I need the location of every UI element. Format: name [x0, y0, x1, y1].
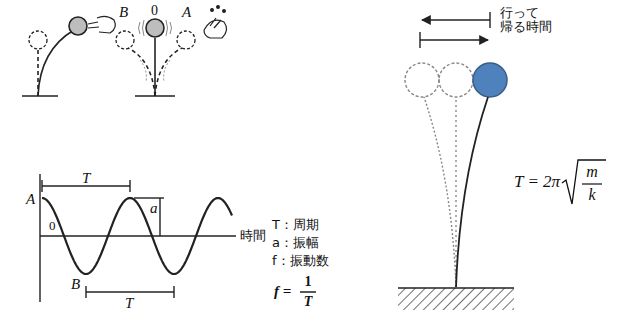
axis-label: A	[26, 191, 35, 208]
radical-sign	[562, 160, 606, 204]
formula-text: f =	[274, 283, 291, 300]
legend-note: T：周期	[272, 218, 319, 232]
origin-label: 0	[49, 219, 56, 233]
period-arrows	[420, 12, 490, 48]
oscillation-graph	[40, 174, 236, 302]
formula-text: T = 2π	[514, 173, 560, 192]
legend-note: a：振幅	[272, 236, 319, 250]
point-label: B	[71, 276, 80, 293]
period-label: T	[125, 295, 133, 312]
fraction-bar	[300, 291, 316, 292]
rod-oscillating	[116, 6, 227, 96]
point-label: B	[119, 4, 128, 21]
formula-text: m	[582, 163, 602, 181]
formula-text: k	[582, 186, 602, 204]
fraction-bar	[582, 183, 602, 184]
formula-text: 1	[300, 274, 316, 289]
axis-label: 時間	[240, 229, 266, 243]
point-label: 0	[151, 3, 158, 18]
point-label: A	[182, 4, 191, 21]
period-note: 行って 帰る時間	[500, 6, 556, 35]
formula-text: T	[300, 294, 316, 309]
legend-note: f：振動数	[272, 254, 329, 268]
spring-rod	[398, 63, 514, 310]
amplitude-label: a	[150, 200, 158, 217]
period-label: T	[82, 170, 90, 187]
rod-pulled	[22, 16, 115, 96]
